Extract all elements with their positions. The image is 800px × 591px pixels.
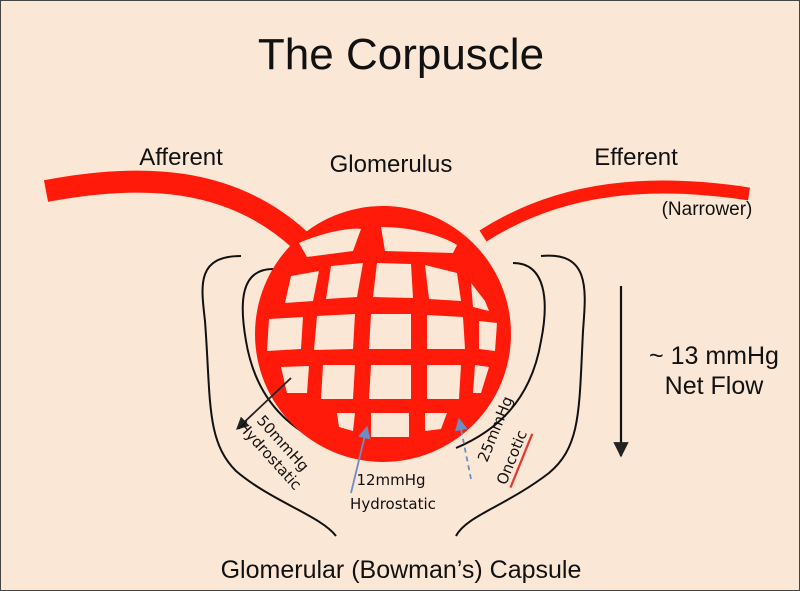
capsular-hydrostatic-value: 12mmHg	[356, 471, 425, 489]
net-flow-value: ~ 13 mmHg	[649, 342, 779, 370]
net-flow-label: Net Flow	[665, 372, 765, 400]
glomerulus-label: Glomerulus	[330, 151, 453, 178]
glomerulus	[255, 206, 511, 462]
capsular-hydrostatic-label: Hydrostatic	[350, 495, 436, 513]
narrower-label: (Narrower)	[662, 199, 753, 220]
capsule-label: Glomerular (Bowman’s) Capsule	[221, 556, 582, 584]
afferent-label: Afferent	[139, 144, 223, 171]
slide-title: The Corpuscle	[258, 30, 544, 79]
efferent-label: Efferent	[594, 144, 678, 171]
